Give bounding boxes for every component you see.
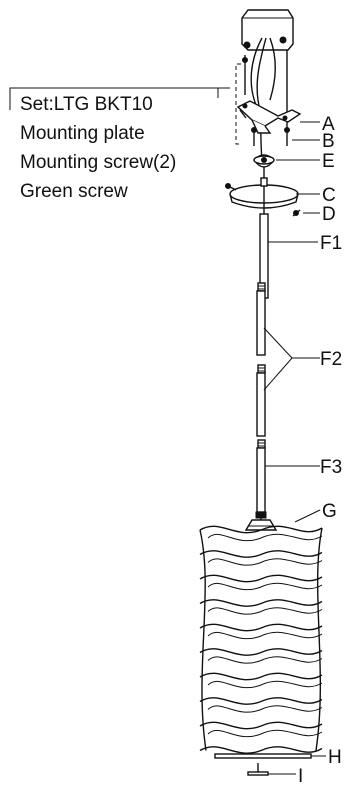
downrod-f3-icon bbox=[256, 439, 266, 513]
label-i: I bbox=[298, 766, 303, 785]
side-screw-icon bbox=[292, 209, 301, 217]
shade-layer-inner bbox=[207, 729, 323, 738]
shade-layer-edge bbox=[199, 648, 323, 656]
label-f3: F3 bbox=[320, 457, 342, 478]
shade-right-edge bbox=[315, 527, 323, 751]
shade-layer-inner bbox=[207, 533, 323, 542]
set-callout bbox=[9, 87, 230, 110]
shade-layer-inner bbox=[207, 582, 323, 591]
shade-layer-inner bbox=[207, 631, 323, 640]
shade-layer-edge bbox=[199, 746, 323, 754]
shade-layer-edge bbox=[199, 525, 323, 534]
label-h: H bbox=[328, 747, 342, 768]
set-line-2: Mounting plate bbox=[20, 123, 145, 144]
downrod-f2-lower-icon bbox=[256, 364, 266, 437]
shade-layer-inner bbox=[207, 705, 323, 713]
shade-layer-edge bbox=[199, 550, 323, 558]
label-f2: F2 bbox=[320, 349, 342, 370]
shade-layer-edge bbox=[199, 672, 323, 681]
label-f1: F1 bbox=[320, 233, 342, 254]
set-bracket bbox=[235, 63, 241, 145]
finial-icon bbox=[247, 763, 269, 776]
shade-layer-inner bbox=[207, 607, 323, 615]
label-e: E bbox=[322, 151, 335, 172]
bottom-plate-icon bbox=[214, 753, 312, 759]
label-a: A bbox=[322, 114, 335, 135]
label-c: C bbox=[322, 185, 336, 206]
green-screw-icon bbox=[225, 183, 237, 191]
label-b: B bbox=[322, 131, 335, 152]
shade-layer-edge bbox=[199, 623, 323, 632]
mounting-screws-icon bbox=[251, 127, 290, 146]
shade-layer-inner bbox=[207, 656, 323, 664]
set-line-1: Set:LTG BKT10 bbox=[20, 94, 153, 115]
shade-layer-edge bbox=[199, 574, 323, 583]
shade-layer-inner bbox=[207, 558, 323, 566]
shade-left-edge bbox=[199, 529, 207, 751]
shade-layer-edge bbox=[199, 721, 323, 730]
set-line-4: Green screw bbox=[20, 181, 128, 202]
leader-lines bbox=[263, 121, 326, 775]
junction-box-icon bbox=[241, 9, 294, 51]
canopy-icon bbox=[229, 177, 299, 214]
shade-layer-inner bbox=[207, 680, 323, 689]
downrod-f2-upper-icon bbox=[256, 282, 266, 356]
mounting-plate-icon bbox=[236, 100, 302, 134]
set-line-3: Mounting screw(2) bbox=[20, 152, 176, 173]
label-g: G bbox=[322, 501, 337, 522]
wavy-shade-icon bbox=[199, 525, 323, 754]
shade-layer-edge bbox=[199, 697, 323, 705]
label-d: D bbox=[322, 204, 336, 225]
shade-layer-edge bbox=[199, 599, 323, 607]
canopy-cap-icon bbox=[253, 154, 275, 168]
